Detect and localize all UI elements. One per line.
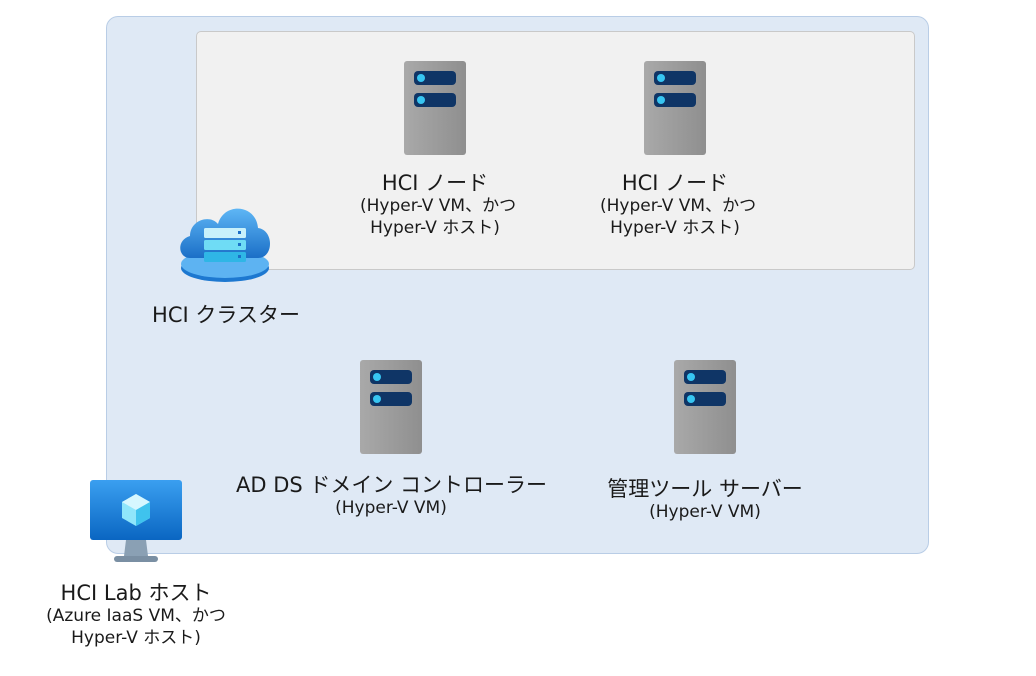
- hci-cluster-title: HCI クラスター: [152, 303, 300, 327]
- management-server-title: 管理ツール サーバー: [607, 477, 803, 501]
- hci-node-2-subtitle: (Hyper-V VM、かつ: [600, 196, 757, 217]
- cloud-server-icon: [180, 208, 270, 282]
- management-server-label: 管理ツール サーバー (Hyper-V VM): [590, 476, 820, 524]
- hci-node-1-server-icon: [404, 61, 466, 155]
- hci-cluster-label: HCI クラスター: [136, 302, 316, 328]
- hci-node-2-subtitle-2: Hyper-V ホスト): [610, 217, 740, 238]
- hci-lab-host-label: HCI Lab ホスト (Azure IaaS VM、かつ Hyper-V ホス…: [26, 580, 246, 649]
- domain-controller-title: AD DS ドメイン コントローラー: [236, 473, 548, 497]
- management-server-icon: [674, 360, 736, 454]
- virtual-machine-icon: [90, 480, 182, 562]
- hci-cluster-container: [196, 31, 915, 270]
- hci-lab-host-subtitle: (Azure IaaS VM、かつ: [46, 606, 226, 627]
- domain-controller-server-icon: [360, 360, 422, 454]
- hci-node-1-title: HCI ノード: [381, 171, 489, 195]
- domain-controller-label: AD DS ドメイン コントローラー (Hyper-V VM): [236, 472, 548, 520]
- domain-controller-subtitle: (Hyper-V VM): [335, 498, 447, 519]
- hci-node-1-label: HCI ノード (Hyper-V VM、かつ Hyper-V ホスト): [360, 170, 517, 239]
- hci-node-1-subtitle-2: Hyper-V ホスト): [370, 217, 500, 238]
- hci-node-1-subtitle: (Hyper-V VM、かつ: [360, 196, 517, 217]
- management-server-subtitle: (Hyper-V VM): [649, 502, 761, 523]
- hci-node-2-server-icon: [644, 61, 706, 155]
- hci-node-2-title: HCI ノード: [621, 171, 729, 195]
- hci-node-2-label: HCI ノード (Hyper-V VM、かつ Hyper-V ホスト): [600, 170, 757, 239]
- hci-lab-host-subtitle-2: Hyper-V ホスト): [71, 627, 201, 648]
- hci-lab-host-title: HCI Lab ホスト: [60, 581, 212, 605]
